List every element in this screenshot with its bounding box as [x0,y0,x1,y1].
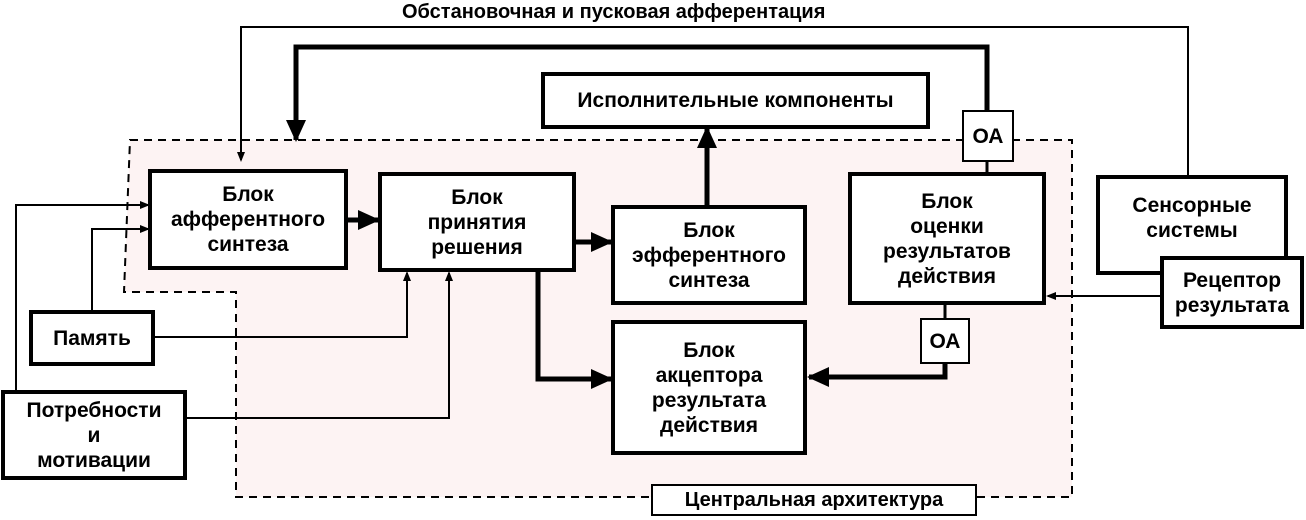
afferent-synthesis-box: Блок афферентного синтеза [148,169,348,270]
oa-bottom-label: ОА [920,318,970,364]
needs-motivation-box: Потребности и мотивации [1,390,187,480]
efferent-synthesis-box: Блок эфферентного синтеза [611,205,807,305]
connector-evaluation-to-afferent [286,44,990,142]
evaluation-box: Блок оценки результатов действия [848,172,1046,305]
top-afferentation-label: Обстановочная и пусковая афферентация [402,1,826,23]
connector-needs-to-decision [186,271,453,419]
result-receptor-box: Рецептор результата [1160,256,1304,329]
connector-oa-bottom-to-acceptor [807,364,948,387]
acceptor-box: Блок акцептора результата действия [611,320,807,455]
decision-box: Блок принятия решения [378,172,576,272]
memory-box: Память [29,310,155,366]
connector-memory-to-afferent [91,225,150,310]
executive-components-box: Исполнительные компоненты [541,72,930,129]
connector-sensory-to-afferent [237,26,1189,175]
connector-decision-to-acceptor [535,270,613,389]
connector-memory-to-decision [155,271,411,338]
connector-needs-to-afferent [15,201,150,390]
oa-top-label: ОА [962,110,1014,162]
central-architecture-label: Центральная архитектура [651,484,977,516]
